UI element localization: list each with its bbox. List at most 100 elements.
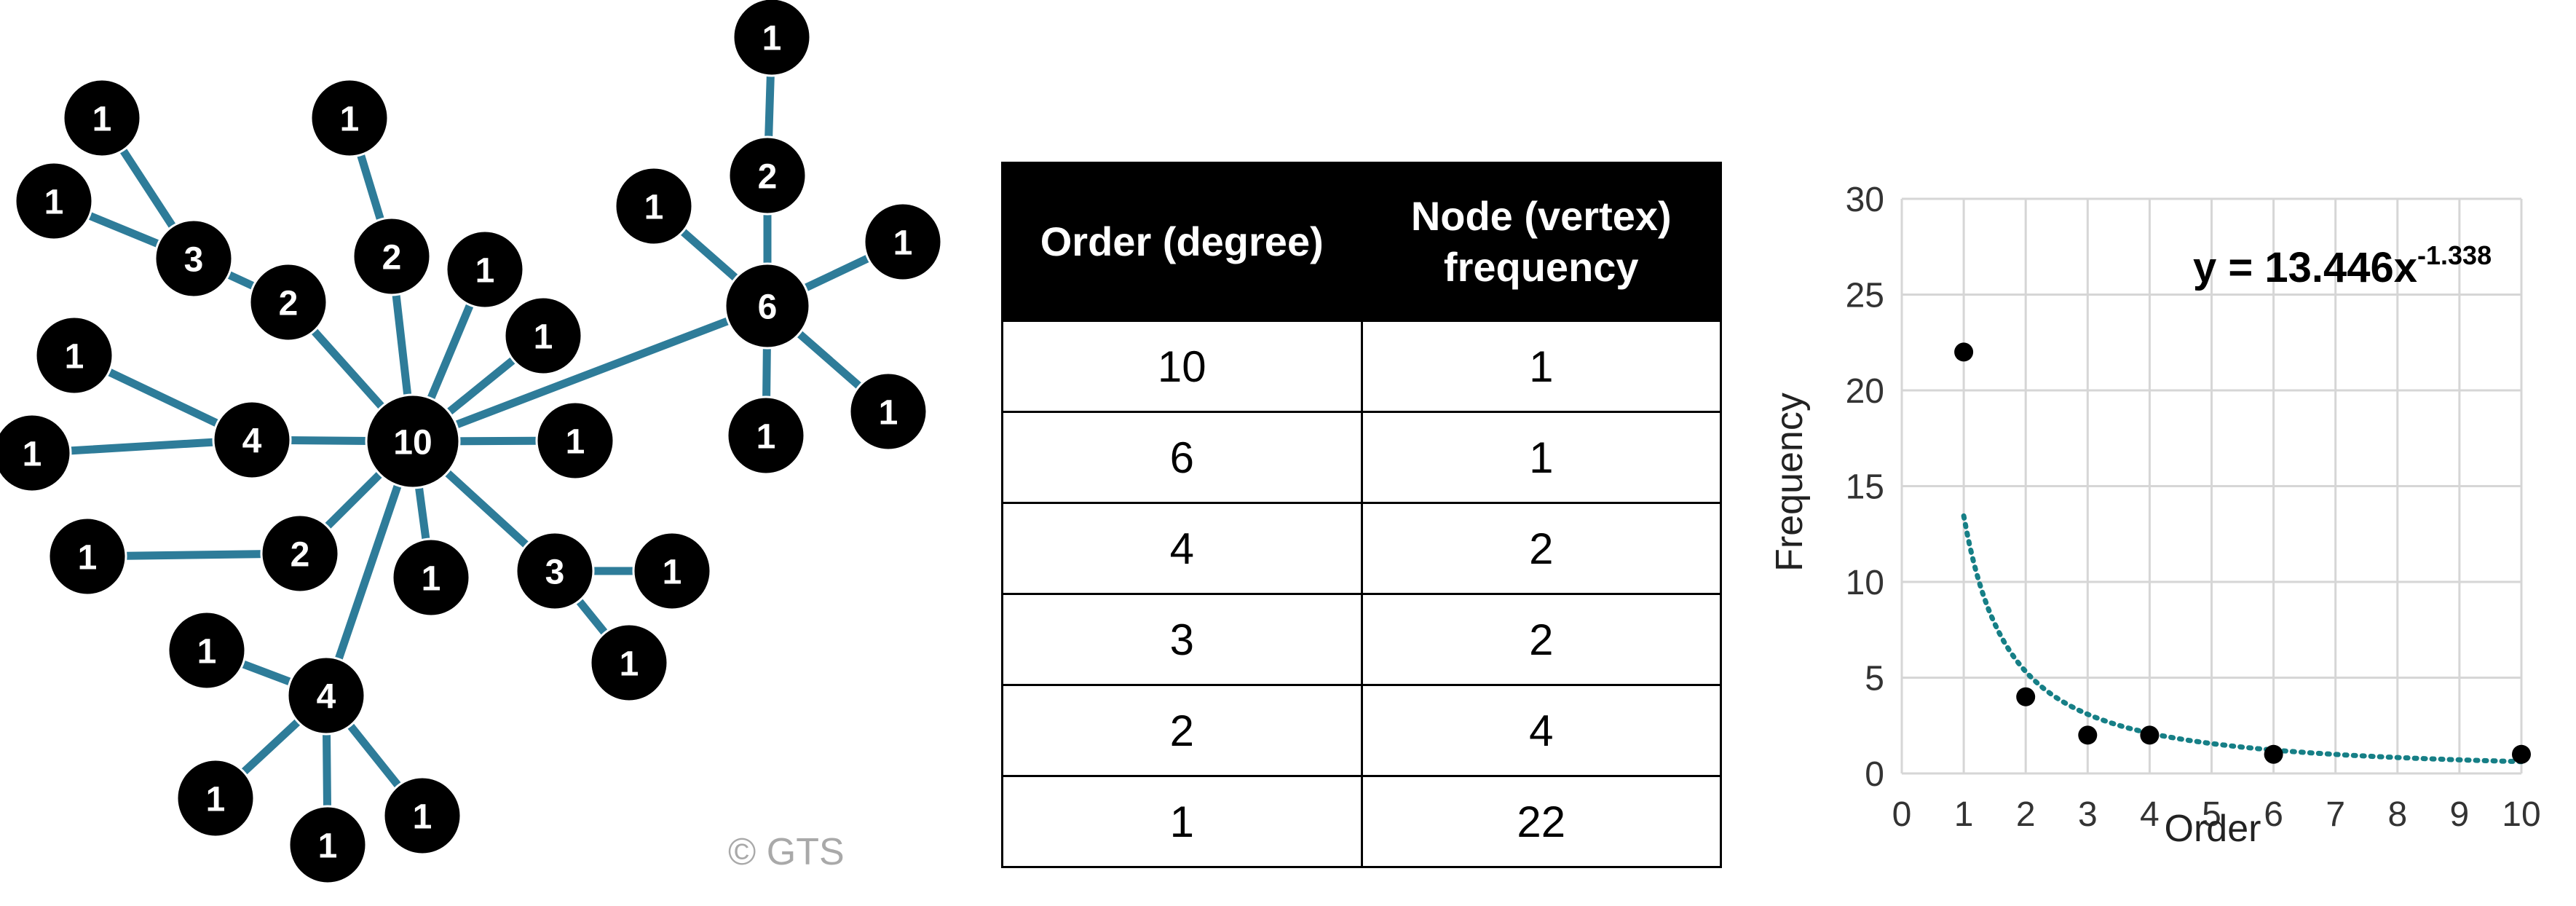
x-tick-label: 9 xyxy=(2450,795,2470,834)
graph-node: 2 xyxy=(727,135,807,216)
graph-node-circle xyxy=(34,315,114,395)
table-row: 4 2 xyxy=(1001,502,1722,595)
graph-node-circle xyxy=(391,537,471,618)
graph-node: 4 xyxy=(286,655,366,736)
graph-node: 3 xyxy=(154,218,234,299)
y-tick-label: 10 xyxy=(1846,564,1884,602)
graph-node-circle xyxy=(848,371,928,452)
table-cell-order: 10 xyxy=(1001,320,1363,413)
graph-node: 1 xyxy=(614,166,694,246)
graph-node: 4 xyxy=(212,400,292,480)
graph-node: 1 xyxy=(863,202,943,282)
graph-node-label: 1 xyxy=(663,554,682,592)
table-cell-frequency: 2 xyxy=(1360,502,1722,595)
graph-node-circle xyxy=(515,531,595,611)
table-cell-order: 1 xyxy=(1001,775,1363,868)
x-tick-label: 0 xyxy=(1892,795,1912,834)
graph-node: 1 xyxy=(535,401,615,481)
chart-grid xyxy=(1900,197,2523,775)
y-tick-label: 15 xyxy=(1846,468,1884,507)
table-row: 1 22 xyxy=(1001,775,1722,868)
graph-node-label: 2 xyxy=(758,158,778,197)
graph-node-label: 10 xyxy=(393,424,432,462)
equation-base: y = 13.446x xyxy=(2193,244,2417,291)
graph-node: 10 xyxy=(365,393,461,489)
table-cell-order: 4 xyxy=(1001,502,1363,595)
graph-node-circle xyxy=(732,0,812,77)
graph-node-label: 1 xyxy=(23,436,42,474)
y-tick-label: 0 xyxy=(1865,755,1884,794)
graph-node-label: 1 xyxy=(65,338,84,377)
graph-node-label: 1 xyxy=(413,798,432,837)
graph-node-label: 1 xyxy=(92,101,112,139)
table-row: 6 1 xyxy=(1001,411,1722,504)
graph-node: 1 xyxy=(445,229,525,310)
graph-node-label: 1 xyxy=(422,560,441,599)
table-cell-frequency: 2 xyxy=(1360,593,1722,686)
chart-points xyxy=(1954,342,2531,764)
graph-node-label: 1 xyxy=(475,252,495,291)
graph-node: 1 xyxy=(309,78,390,158)
table-row: 10 1 xyxy=(1001,320,1722,413)
data-point xyxy=(2016,687,2036,706)
table-row: 2 4 xyxy=(1001,684,1722,777)
graph-node-circle xyxy=(614,166,694,246)
graph-node: 1 xyxy=(167,610,247,690)
graph-node-label: 6 xyxy=(758,288,778,327)
graph-node-circle xyxy=(212,400,292,480)
graph-node-label: 1 xyxy=(534,318,553,357)
graph-node-circle xyxy=(632,531,712,611)
graph-node-circle xyxy=(724,262,811,350)
graph-node-label: 1 xyxy=(893,224,913,263)
equation-exponent: -1.338 xyxy=(2417,240,2492,270)
graph-node-label: 1 xyxy=(566,423,585,462)
graph-node: 1 xyxy=(382,776,462,856)
graph-node-label: 1 xyxy=(762,20,782,58)
graph-node-circle xyxy=(286,655,366,736)
x-tick-label: 8 xyxy=(2387,795,2407,834)
x-tick-label: 3 xyxy=(2078,795,2098,834)
x-tick-label: 2 xyxy=(2016,795,2036,834)
graph-node-circle xyxy=(14,161,94,241)
graph-node-label: 1 xyxy=(78,539,98,578)
graph-node-label: 2 xyxy=(291,536,310,575)
graph-node-circle xyxy=(62,78,142,158)
graph-node-label: 4 xyxy=(317,678,336,717)
column-header-frequency: Node (vertex) frequency xyxy=(1360,162,1722,322)
graph-node: 6 xyxy=(724,262,811,350)
copyright-text: © GTS xyxy=(728,831,845,873)
graph-node: 1 xyxy=(288,805,368,885)
x-tick-label: 7 xyxy=(2326,795,2345,834)
graph-node: 2 xyxy=(248,262,328,342)
graph-node: 1 xyxy=(34,315,114,395)
x-tick-label: 5 xyxy=(2202,795,2221,834)
graph-node-label: 1 xyxy=(644,189,664,227)
table-cell-order: 6 xyxy=(1001,411,1363,504)
graph-node-label: 1 xyxy=(206,781,226,819)
graph-node: 3 xyxy=(515,531,595,611)
data-point xyxy=(2264,744,2283,764)
table-cell-frequency: 22 xyxy=(1360,775,1722,868)
graph-node-circle xyxy=(309,78,390,158)
graph-node-label: 1 xyxy=(620,645,639,684)
graph-node-circle xyxy=(352,216,432,296)
table-cell-frequency: 1 xyxy=(1360,411,1722,504)
graph-node-label: 3 xyxy=(545,554,565,592)
x-tick-label: 6 xyxy=(2264,795,2283,834)
y-tick-label: 5 xyxy=(1865,660,1884,698)
table-header-row: Order (degree) Node (vertex) frequency xyxy=(1001,162,1722,322)
y-tick-label: 25 xyxy=(1846,277,1884,315)
graph-node-circle xyxy=(47,516,127,596)
graph-node-circle xyxy=(863,202,943,282)
table-row: 3 2 xyxy=(1001,593,1722,686)
graph-node: 1 xyxy=(0,413,72,493)
data-point xyxy=(2512,744,2531,764)
graph-node-circle xyxy=(167,610,247,690)
x-tick-label: 1 xyxy=(1954,795,1974,834)
graph-node-circle xyxy=(175,758,256,838)
graph-node: 1 xyxy=(632,531,712,611)
